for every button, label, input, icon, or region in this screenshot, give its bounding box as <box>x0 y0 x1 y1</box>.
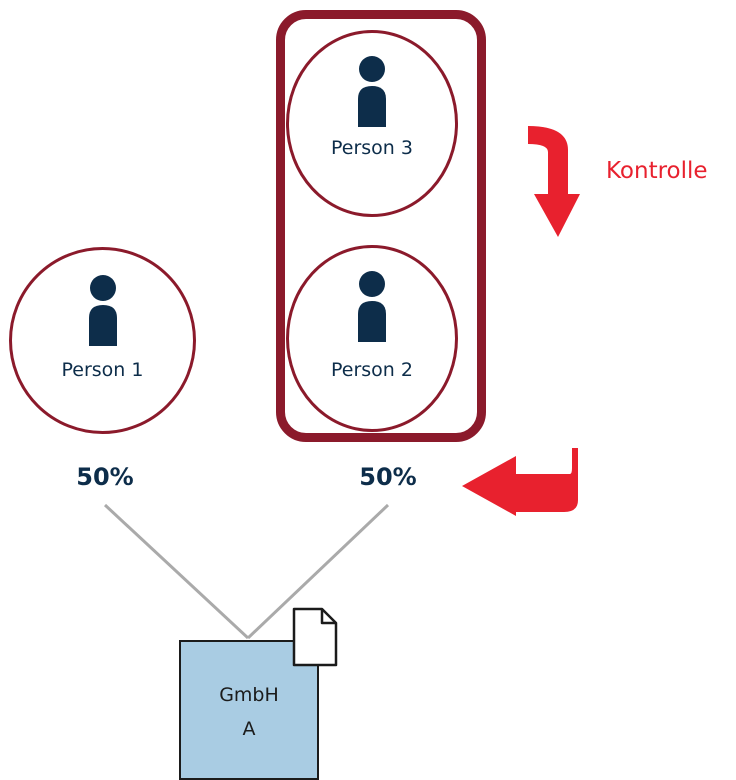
document-icon <box>292 607 338 667</box>
person-3-node[interactable]: Person 3 <box>286 30 458 217</box>
company-type-label: GmbH <box>219 684 279 706</box>
person-icon <box>358 271 386 342</box>
control-label: Kontrolle <box>606 158 708 184</box>
person-2-label: Person 2 <box>331 359 413 381</box>
connector-left <box>103 503 250 640</box>
arrow-down-icon <box>528 126 580 237</box>
control-group-frame <box>276 10 486 442</box>
arrow-left-return-icon <box>462 448 578 516</box>
person-3-label: Person 3 <box>331 137 413 159</box>
person-1-label: Person 1 <box>61 359 144 381</box>
share-right-percent: 50% <box>359 463 417 491</box>
company-name-label: A <box>242 718 256 740</box>
share-left-percent: 50% <box>76 463 134 491</box>
person-2-node[interactable]: Person 2 <box>286 245 458 432</box>
person-icon <box>88 275 117 346</box>
person-icon <box>358 56 386 127</box>
person-1-node[interactable]: Person 1 <box>9 247 196 434</box>
connector-right <box>246 503 390 640</box>
